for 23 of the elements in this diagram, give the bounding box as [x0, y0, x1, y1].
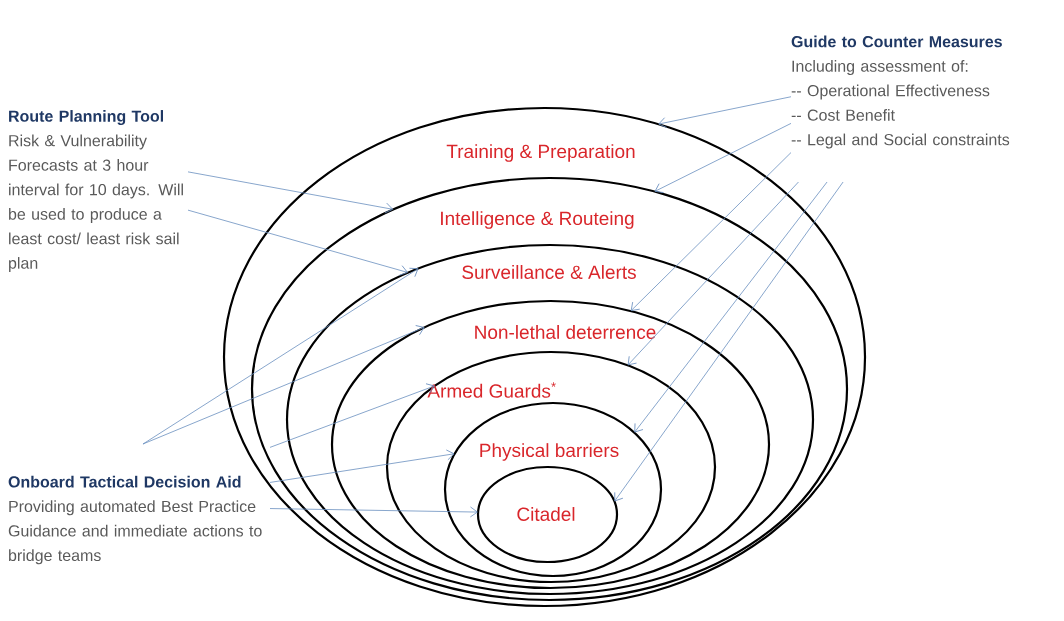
- layer-label: Physical barriers: [480, 443, 619, 461]
- layer-label: Armed Guards$^{*}$: [427, 382, 556, 398]
- callout-text: Route Planning Tool Risk & Vulnerability Forecasts at 3 hour interval for 10 days. Will be used to produce a least cost/ least risk sail plan: [9, 110, 183, 272]
- callout-text: Onboard Tactical Decision Aid Providing automated Best Practice Guidance and immediate actions to bridge teams: [8, 475, 262, 565]
- layer-label: Surveillance & Alerts: [462, 265, 636, 279]
- arrow: [187, 171, 394, 214]
- callout-text: Guide to Counter Measures Including assessment of: -- Operational Effectiveness -- Cost Benefit -- Legal and Social constraints: [791, 35, 1010, 149]
- arrow: [269, 506, 478, 518]
- arrow: [630, 152, 792, 311]
- layer-label: Citadel: [517, 507, 575, 521]
- arrow: [658, 96, 792, 128]
- arrow: [627, 181, 799, 366]
- arrow: [142, 267, 419, 445]
- arrow: [269, 449, 455, 483]
- arrow: [614, 181, 844, 502]
- arrow: [634, 181, 828, 433]
- arrow: [654, 123, 792, 193]
- arrow: [142, 325, 425, 445]
- layer-label: Intelligence & Routeing: [441, 211, 634, 229]
- layer-label: Non-lethal deterrence: [475, 325, 656, 339]
- layer-label: Training & Preparation: [446, 144, 635, 162]
- arrow: [187, 209, 408, 276]
- arrow: [269, 383, 435, 448]
